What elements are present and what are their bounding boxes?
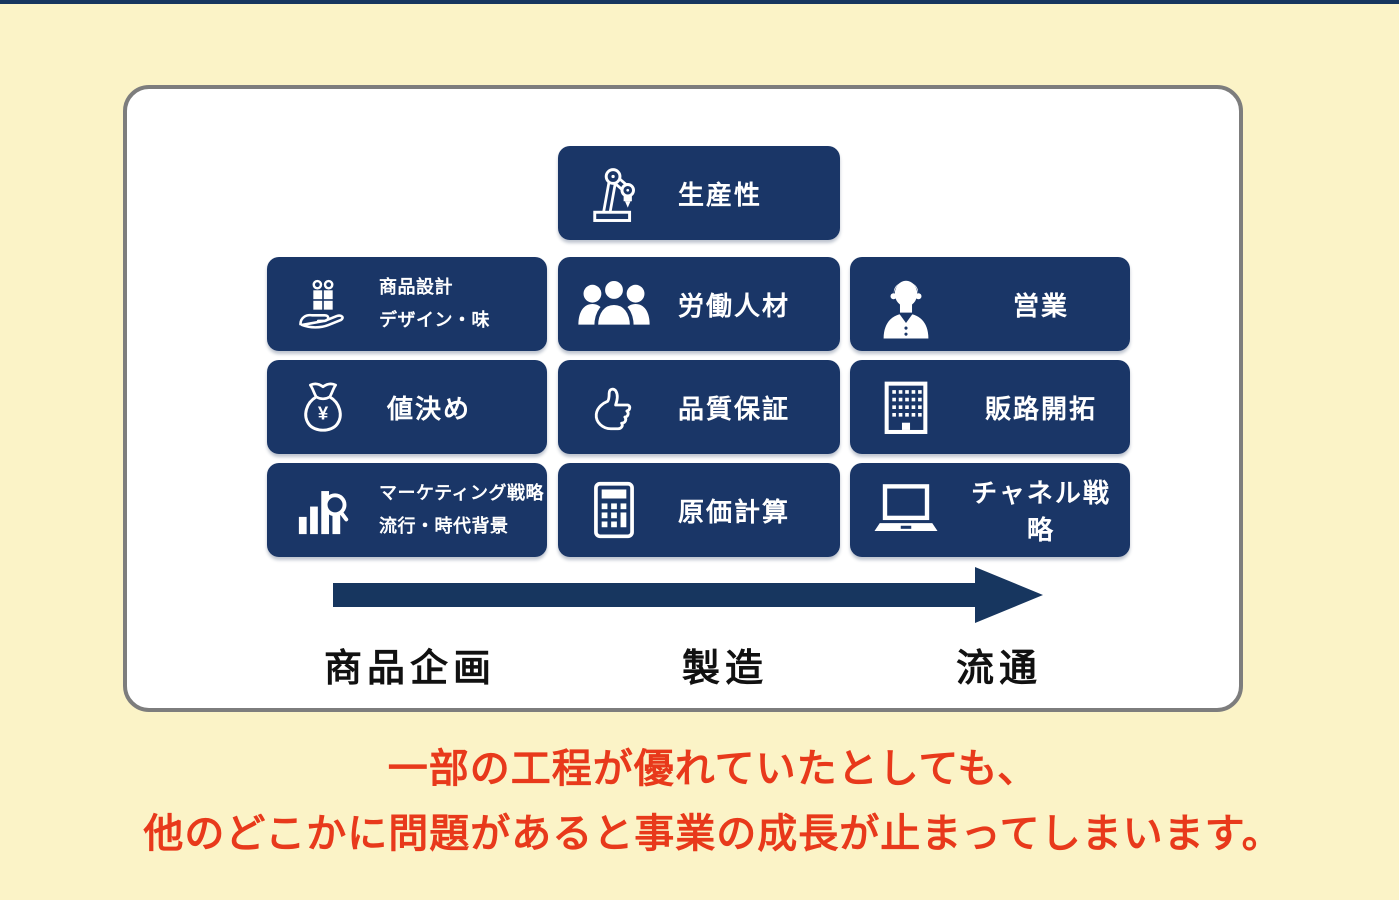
box-label-line1: 商品設計 — [379, 276, 453, 297]
calculator-icon — [558, 480, 670, 540]
box-label: 労働人材 — [678, 290, 791, 321]
building-icon — [850, 377, 962, 437]
robot-arm-icon — [558, 160, 670, 226]
box-quality: 品質保証 — [558, 360, 840, 454]
box-label: 販路開拓 — [984, 393, 1097, 424]
thumbs-up-icon — [558, 378, 670, 436]
businessman-icon — [850, 266, 962, 342]
box-label: 生産性 — [678, 179, 763, 210]
box-label: 営業 — [1012, 290, 1069, 321]
box-label: 値決め — [387, 393, 472, 424]
laptop-icon — [850, 482, 962, 538]
process-diagram-card: 生産性 商品設計 デザイン・味 — [123, 85, 1243, 712]
box-label-line2: デザイン・味 — [379, 310, 490, 330]
box-channel-strategy: チャネル戦略 — [850, 463, 1130, 557]
box-label: チャネル戦略 — [971, 478, 1111, 545]
process-flow-arrow — [333, 567, 1043, 623]
box-pricing: ¥ 値決め — [267, 360, 547, 454]
bar-chart-magnifier-icon — [267, 482, 379, 538]
box-label: マーケティング戦略 流行・時代背景 — [379, 477, 547, 544]
box-sales: 営業 — [850, 257, 1130, 351]
box-product-design: 商品設計 デザイン・味 — [267, 257, 547, 351]
top-accent-strip — [0, 0, 1399, 4]
box-labor: 労働人材 — [558, 257, 840, 351]
box-label: 商品設計 デザイン・味 — [379, 271, 547, 338]
caption-line-2: 他のどこかに問題があると事業の成長が止まってしまいます。 — [143, 812, 1283, 856]
box-label-line1: マーケティング戦略 — [379, 482, 545, 503]
stage-label-manufacturing: 製造 — [681, 648, 769, 690]
box-costing: 原価計算 — [558, 463, 840, 557]
box-marketing: マーケティング戦略 流行・時代背景 — [267, 463, 547, 557]
box-label: 原価計算 — [678, 496, 791, 527]
box-productivity: 生産性 — [558, 146, 840, 240]
caption-line-1: 一部の工程が優れていたとしても、 — [387, 747, 1039, 791]
people-group-icon — [558, 274, 670, 334]
gift-in-hand-icon — [267, 272, 379, 336]
svg-text:¥: ¥ — [318, 403, 329, 424]
box-market-development: 販路開拓 — [850, 360, 1130, 454]
stage-label-distribution: 流通 — [955, 648, 1043, 690]
box-label: 品質保証 — [678, 393, 791, 424]
stage-label-product-planning: 商品企画 — [323, 648, 497, 690]
box-label-line2: 流行・時代背景 — [379, 516, 509, 536]
money-bag-icon: ¥ — [267, 376, 379, 438]
